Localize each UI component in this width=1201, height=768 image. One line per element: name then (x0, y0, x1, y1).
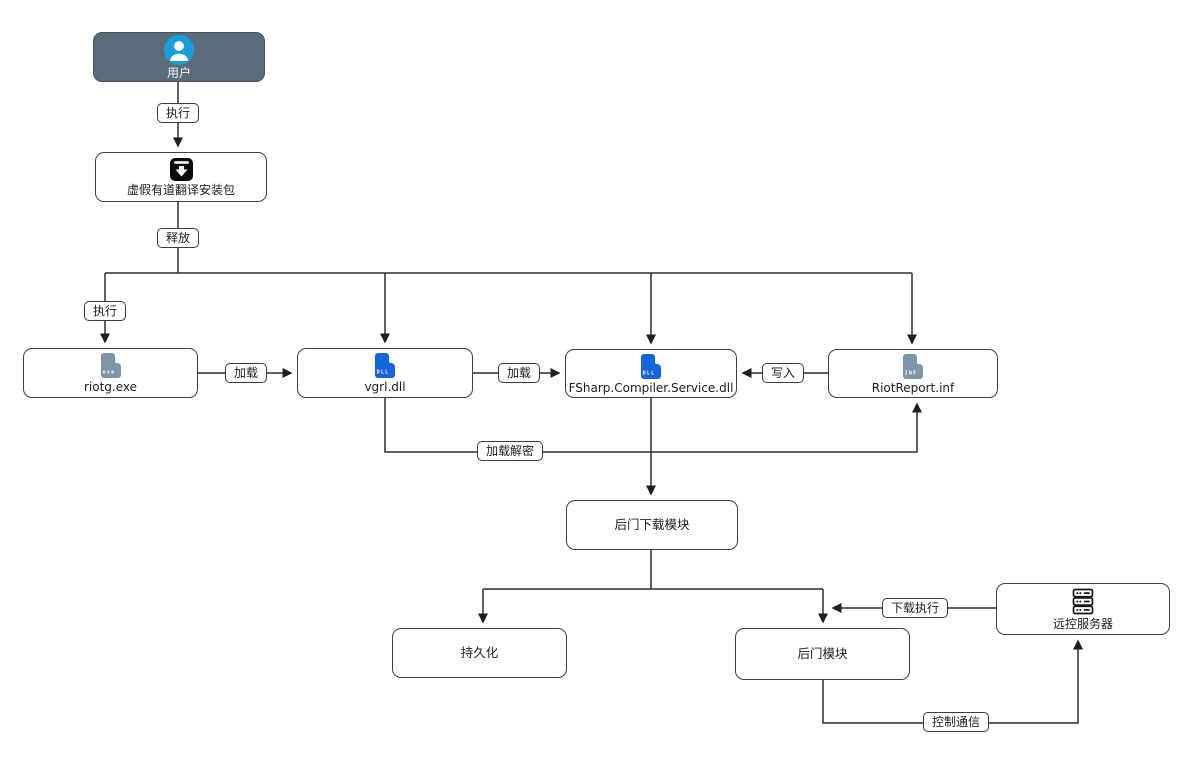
edge-label-load-decrypt: 加载解密 (476, 441, 544, 461)
user-avatar-icon (164, 34, 194, 65)
edge-label-download-execute: 下载执行 (881, 598, 949, 618)
node-backdoor-downloader-label: 后门下载模块 (614, 517, 690, 532)
node-installer: 虚假有道翻译安装包 (95, 152, 267, 202)
exe-file-icon: exe (100, 353, 121, 378)
node-riotreport-inf: INF RiotReport.inf (828, 349, 998, 398)
node-user-label: 用户 (166, 65, 191, 80)
node-riotg-exe: exe riotg.exe (23, 348, 198, 398)
node-c2-server-label: 远控服务器 (1052, 616, 1113, 631)
node-c2-server: 远控服务器 (996, 583, 1170, 635)
node-vgrl-label: vgrl.dll (364, 380, 406, 394)
node-persistence-label: 持久化 (460, 645, 499, 660)
node-riotg-label: riotg.exe (83, 380, 138, 394)
node-persistence: 持久化 (392, 628, 567, 678)
server-icon (1072, 588, 1094, 614)
node-fsharp-dll: DLL FSharp.Compiler.Service.dll (565, 349, 737, 398)
edge-label-load-2: 加载 (497, 363, 541, 383)
edge-label-c2-communication: 控制通信 (922, 712, 990, 732)
svg-text:exe: exe (102, 370, 115, 376)
edge-label-execute-user: 执行 (156, 103, 200, 123)
dll-file-icon: DLL (641, 353, 661, 379)
edge-label-write: 写入 (761, 363, 805, 383)
node-backdoor-module: 后门模块 (735, 628, 910, 680)
node-riotreport-label: RiotReport.inf (871, 380, 955, 395)
dll-file-icon: DLL (375, 353, 395, 378)
node-installer-label: 虚假有道翻译安装包 (126, 182, 235, 197)
node-fsharp-label: FSharp.Compiler.Service.dll (568, 380, 734, 395)
edge-label-drop: 释放 (156, 228, 200, 248)
download-icon (169, 157, 193, 181)
node-vgrl-dll: DLL vgrl.dll (297, 348, 473, 398)
svg-text:DLL: DLL (643, 370, 656, 376)
svg-text:DLL: DLL (377, 370, 390, 376)
edge-label-execute-exe: 执行 (83, 301, 127, 321)
node-backdoor-downloader: 后门下载模块 (566, 500, 738, 550)
node-user: 用户 (93, 32, 265, 82)
node-backdoor-module-label: 后门模块 (797, 646, 848, 661)
inf-file-icon: INF (903, 353, 923, 379)
svg-text:INF: INF (905, 370, 918, 376)
edge-label-load-1: 加载 (224, 363, 268, 383)
